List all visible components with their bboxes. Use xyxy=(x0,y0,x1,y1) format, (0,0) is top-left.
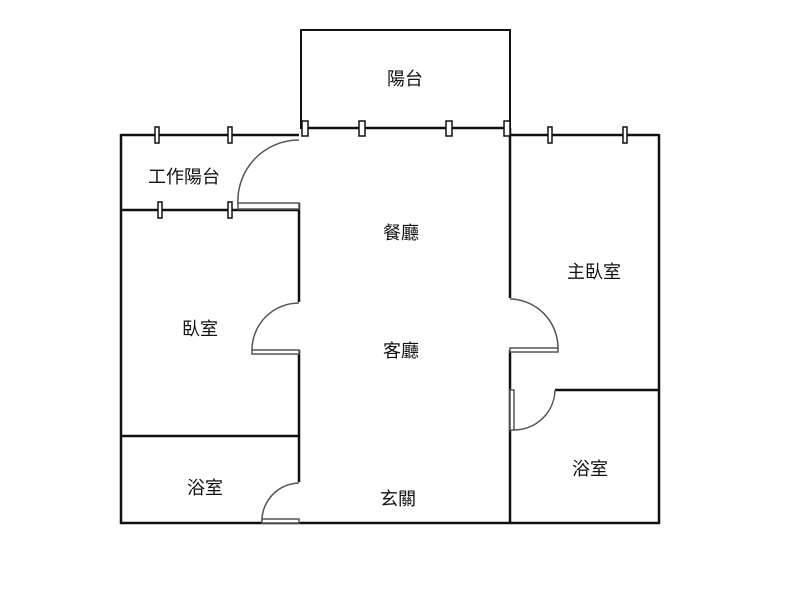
door-leaf-bedroom xyxy=(251,349,300,355)
door-arc-bath-left xyxy=(261,482,300,524)
door-leaf-master xyxy=(509,347,559,353)
room-label-entrance: 玄關 xyxy=(380,489,416,510)
room-label-bathroom-left: 浴室 xyxy=(187,478,223,499)
door-leaf-bath-left xyxy=(261,518,300,524)
room-label-utility-balcony: 工作陽台 xyxy=(148,167,220,188)
doors xyxy=(237,139,559,524)
walls xyxy=(119,29,661,525)
room-label-dining: 餐廳 xyxy=(383,223,419,244)
door-leaf-bath-right xyxy=(509,389,515,431)
door-arc-bath-right xyxy=(513,389,556,431)
door-arc-master xyxy=(509,298,559,349)
door-arc-bedroom xyxy=(251,302,300,351)
door-leaf-utility xyxy=(237,202,300,210)
door-arc-utility xyxy=(237,139,300,206)
room-label-bedroom: 臥室 xyxy=(182,319,218,340)
room-label-balcony: 陽台 xyxy=(387,69,423,90)
room-label-master-bedroom: 主臥室 xyxy=(567,262,621,283)
windows xyxy=(154,120,628,219)
room-label-living: 客廳 xyxy=(383,341,419,362)
room-label-bathroom-right: 浴室 xyxy=(572,459,608,480)
